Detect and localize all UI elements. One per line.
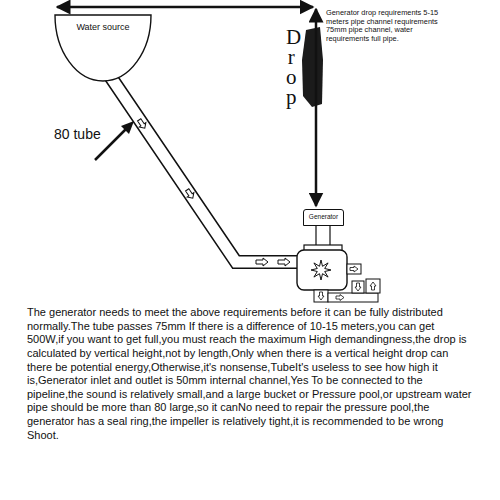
flow-arrows — [136, 118, 290, 266]
outlet-box — [366, 279, 380, 293]
generator-box: Generator — [303, 209, 344, 226]
pipe-outline — [110, 76, 300, 262]
side-outlet — [347, 264, 361, 274]
impeller-star — [311, 260, 331, 280]
flow-arrow — [355, 283, 361, 291]
node-text: Water source — [58, 22, 148, 33]
flow-arrow — [136, 118, 148, 131]
instructions-paragraph: The generator needs to meet the above re… — [27, 306, 473, 442]
pipe-bore — [110, 76, 300, 262]
drop-vertical-label: Drop — [286, 28, 297, 108]
tube-leader-head — [121, 121, 134, 134]
flow-arrow — [336, 295, 344, 301]
flow-arrow — [184, 188, 196, 201]
flow-arrow — [256, 258, 268, 266]
drop-dimension-arrow — [315, 9, 318, 206]
width-dimension-arrow — [57, 6, 313, 9]
requirements-note: Generator drop requirements 5-15 meters … — [326, 9, 448, 44]
outlet-pipe — [328, 293, 378, 302]
riser-box — [352, 281, 364, 293]
turbine-housing — [297, 250, 347, 290]
node-text: Generator — [309, 213, 338, 221]
bowl-shape — [55, 15, 151, 81]
flow-arrow — [278, 258, 290, 266]
flow-arrow — [370, 282, 376, 290]
tube-label: 80 tube — [54, 127, 101, 142]
water-source-bowl: Water source — [54, 14, 152, 82]
flow-arrow — [318, 292, 324, 300]
bottom-outlet — [314, 290, 328, 302]
flow-arrow — [350, 266, 358, 272]
drop-brush-mark — [302, 27, 323, 107]
